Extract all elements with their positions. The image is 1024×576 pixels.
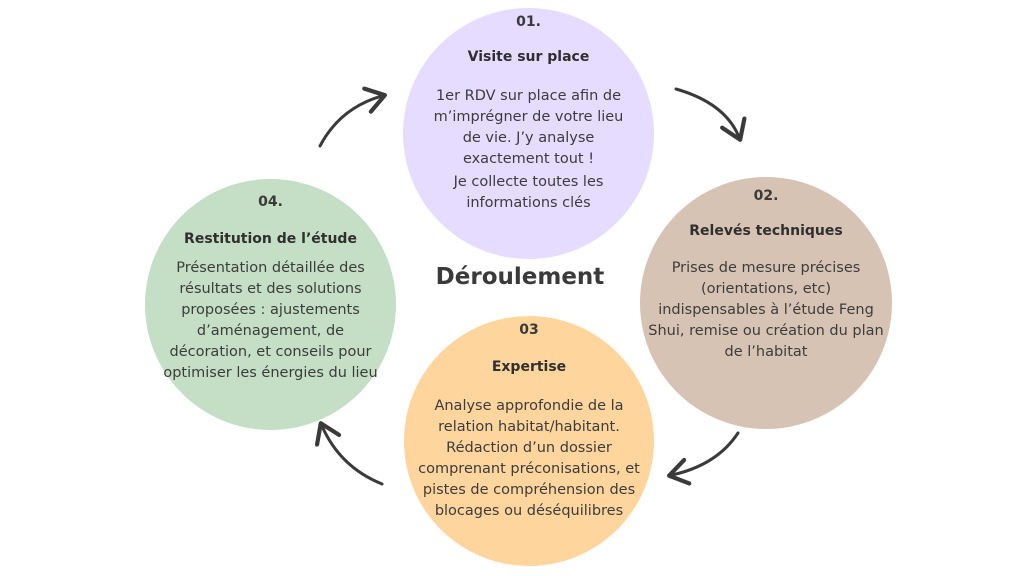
step-circle-04: 04. Restitution de l’étude Présentation … — [145, 179, 396, 430]
step-title: Expertise — [491, 359, 567, 375]
arrow-02-to-03 — [666, 431, 740, 486]
step-description: 1er RDV sur place afin de m’imprégner de… — [433, 88, 624, 167]
step-number: 01. — [516, 14, 541, 30]
step-number: 04. — [258, 194, 283, 210]
step-title: Restitution de l’étude — [184, 231, 357, 247]
step-description: Présentation détaillée des résultats et … — [163, 260, 378, 381]
arrow-04-to-01 — [318, 86, 387, 148]
step-circle-01: 01. Visite sur place 1er RDV sur place a… — [403, 8, 654, 259]
arrow-03-to-04 — [314, 421, 384, 486]
step-description: Prises de mesure précises (orientations,… — [648, 260, 884, 360]
step-number: 02. — [753, 188, 779, 204]
arrow-01-to-02 — [674, 87, 747, 142]
step-title: Visite sur place — [467, 49, 590, 65]
step-description: Analyse approfondie de la relation habit… — [418, 398, 640, 519]
step-title: Relevés techniques — [689, 223, 843, 239]
diagram-title: Déroulement — [435, 264, 605, 290]
step-circle-02: 02. Relevés techniques Prises de mesure … — [640, 177, 892, 429]
step-number: 03 — [519, 322, 539, 338]
step-circle-03: 03 Expertise Analyse approfondie de la r… — [404, 316, 654, 566]
step-description-extra: Je collecte toutes les informations clés — [453, 174, 604, 211]
